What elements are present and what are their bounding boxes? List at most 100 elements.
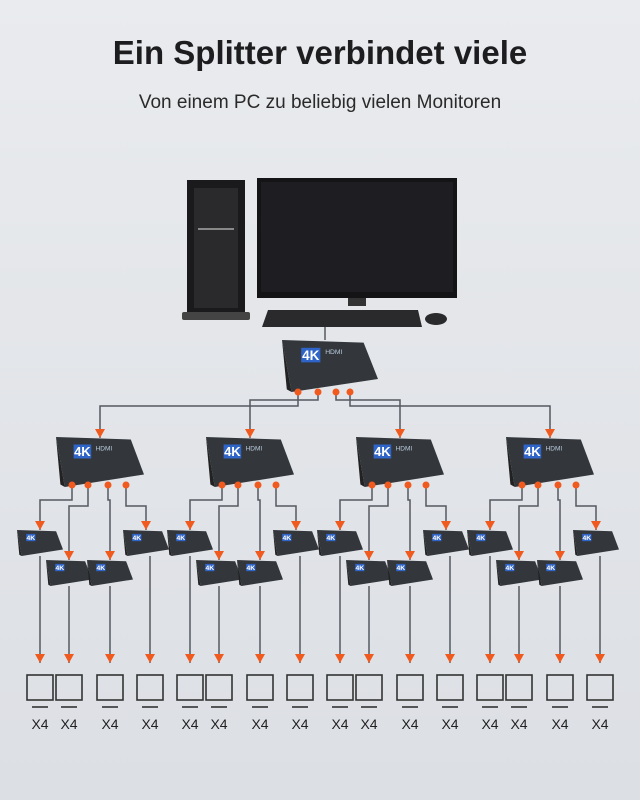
hdmi-port	[272, 481, 280, 489]
hdmi-splitter: 4K	[467, 530, 513, 556]
monitor-count-label: X4	[60, 716, 77, 732]
monitor-group: X4	[436, 674, 464, 732]
monitor-group: X4	[26, 674, 54, 732]
hdmi-splitter: 4K	[346, 560, 392, 586]
hdmi-port	[294, 388, 302, 396]
monitor-count-label: X4	[510, 716, 527, 732]
logo-4k: 4K	[282, 535, 291, 542]
monitor-group: X4	[205, 674, 233, 732]
hdmi-port	[518, 481, 526, 489]
cable	[257, 485, 261, 560]
hdmi-splitter: 4K	[237, 560, 283, 586]
monitor-icon	[326, 674, 354, 701]
hdmi-port	[254, 481, 262, 489]
monitor-icon	[26, 674, 54, 701]
hdmi-splitter: 4K	[496, 560, 542, 586]
hdmi-port	[346, 388, 354, 396]
hdmi-port	[218, 481, 226, 489]
arrow-down-icon	[405, 654, 415, 663]
logo-4k: 4K	[546, 565, 555, 572]
monitor-icon	[55, 674, 83, 701]
arrow-down-icon	[514, 654, 524, 663]
monitor-icon	[396, 674, 424, 701]
arrow-down-icon	[485, 521, 495, 530]
monitor-icon	[436, 674, 464, 701]
monitor-icon	[96, 674, 124, 701]
hdmi-port	[332, 388, 340, 396]
monitor-count-label: X4	[401, 716, 418, 732]
cable	[107, 485, 111, 560]
monitor-group: X4	[505, 674, 533, 732]
monitor-icon	[136, 674, 164, 701]
logo-hdmi: HDMI	[546, 446, 563, 453]
arrow-down-icon	[555, 551, 565, 560]
arrow-down-icon	[185, 521, 195, 530]
logo-4k: 4K	[246, 565, 255, 572]
monitor-count-label: X4	[551, 716, 568, 732]
logo-4k: 4K	[132, 535, 141, 542]
arrow-down-icon	[141, 521, 151, 530]
monitor-group: X4	[136, 674, 164, 732]
hdmi-port	[368, 481, 376, 489]
logo-4k: 4K	[524, 444, 541, 459]
monitor-icon	[246, 674, 274, 701]
cable	[489, 485, 523, 530]
cable	[249, 392, 319, 438]
arrow-down-icon	[145, 654, 155, 663]
monitor-count-label: X4	[331, 716, 348, 732]
arrow-down-icon	[35, 654, 45, 663]
hdmi-port	[422, 481, 430, 489]
arrow-down-icon	[64, 551, 74, 560]
monitor-group: X4	[586, 674, 614, 732]
hdmi-port	[534, 481, 542, 489]
arrow-down-icon	[95, 429, 105, 438]
arrow-down-icon	[185, 654, 195, 663]
cable	[275, 485, 297, 530]
logo-4k: 4K	[205, 565, 214, 572]
cable	[39, 485, 73, 530]
page-title: Ein Splitter verbindet viele	[112, 34, 528, 71]
arrow-down-icon	[441, 521, 451, 530]
arrow-down-icon	[295, 654, 305, 663]
arrow-down-icon	[35, 521, 45, 530]
mouse	[425, 313, 447, 325]
hdmi-splitter: 4K	[317, 530, 363, 556]
hdmi-splitter: 4K	[196, 560, 242, 586]
hdmi-splitter: 4K	[537, 560, 583, 586]
logo-hdmi: HDMI	[246, 446, 263, 453]
cable	[557, 485, 561, 560]
logo-4k: 4K	[26, 535, 35, 542]
monitor-group: X4	[326, 674, 354, 732]
logo-4k: 4K	[374, 444, 391, 459]
monitor-count-label: X4	[251, 716, 268, 732]
monitor-group: X4	[246, 674, 274, 732]
arrow-down-icon	[591, 521, 601, 530]
hdmi-port	[384, 481, 392, 489]
monitor-group: X4	[476, 674, 504, 732]
logo-4k: 4K	[396, 565, 405, 572]
logo-hdmi: HDMI	[396, 446, 413, 453]
monitor-icon	[546, 674, 574, 701]
arrow-down-icon	[364, 551, 374, 560]
monitor-group: X4	[96, 674, 124, 732]
arrow-down-icon	[545, 429, 555, 438]
logo-4k: 4K	[432, 535, 441, 542]
monitor-count-label: X4	[481, 716, 498, 732]
monitor-group: X4	[355, 674, 383, 732]
monitor-icon	[205, 674, 233, 701]
arrow-down-icon	[364, 654, 374, 663]
logo-hdmi: HDMI	[96, 446, 113, 453]
logo-4k: 4K	[505, 565, 514, 572]
logo-4k: 4K	[176, 535, 185, 542]
monitor	[257, 178, 457, 306]
arrow-down-icon	[245, 429, 255, 438]
logo-4k: 4K	[96, 565, 105, 572]
page-subtitle: Von einem PC zu beliebig vielen Monitore…	[138, 92, 502, 113]
keyboard	[262, 310, 422, 327]
logo-4k: 4K	[302, 348, 320, 363]
arrow-down-icon	[255, 654, 265, 663]
